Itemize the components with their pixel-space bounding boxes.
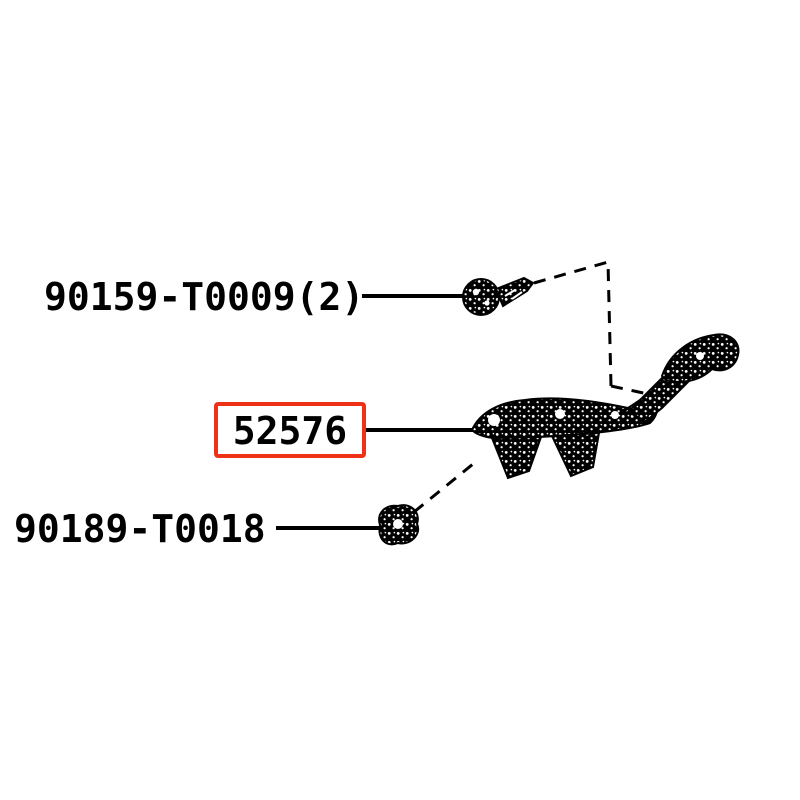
dashed-assembly-line-screw-end <box>610 384 649 396</box>
part-number-label-bolt[interactable]: 90159-T0009(2) <box>44 275 364 319</box>
screw-part-drawing <box>462 276 535 316</box>
part-number-label-bracket[interactable]: 52576 <box>233 409 347 453</box>
highlight-box[interactable] <box>214 402 366 458</box>
part-number-label-clip[interactable]: 90189-T0018 <box>14 507 266 551</box>
clip-part-drawing <box>378 504 420 546</box>
dashed-assembly-line-clip <box>413 458 479 514</box>
dashed-assembly-line-screw <box>533 260 613 387</box>
bracket-part-drawing <box>470 333 740 480</box>
